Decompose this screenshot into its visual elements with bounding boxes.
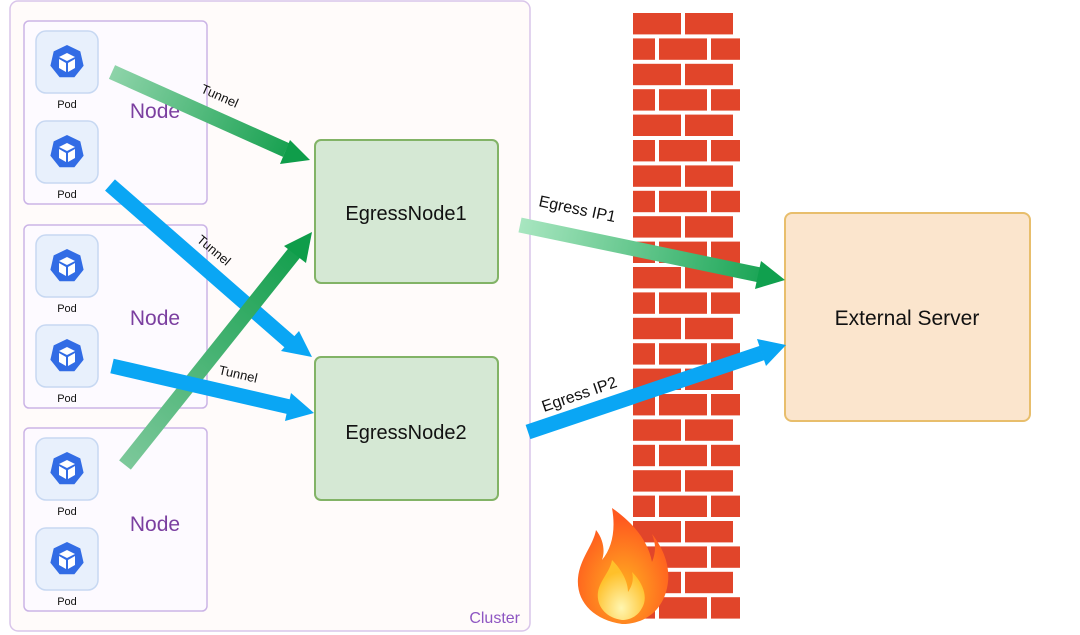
brick [685,216,733,238]
brick [711,444,740,467]
kubernetes-pod-icon [50,135,84,168]
egress-node-1: EgressNode1 [314,139,499,284]
brick [659,444,707,467]
brick [633,63,681,86]
brick [685,165,733,187]
arrowhead [757,339,786,366]
pod-label: Pod [57,506,77,518]
brick [685,63,733,86]
brick [659,140,707,162]
brick [711,546,740,568]
egress-arrow-green [518,217,762,283]
brick [659,495,707,517]
brick [685,521,733,543]
brick [659,38,707,60]
node-label: Node [130,307,180,330]
brick [633,216,681,238]
pod: Pod [35,527,99,608]
brick [633,292,655,314]
arrowhead [755,261,785,289]
pod: Pod [35,120,99,201]
brick [633,317,681,340]
brick [711,38,740,60]
pod-label: Pod [57,303,77,315]
pod-label: Pod [57,393,77,405]
brick [659,343,707,365]
kubernetes-pod-icon [50,249,84,282]
brick [685,571,733,594]
arrowhead [280,140,310,164]
brick [659,546,707,568]
arrowhead [284,232,312,263]
egress-arrow-blue [525,345,765,440]
egress-node-box [314,139,499,284]
brick [711,495,740,517]
node-label: Node [130,513,180,536]
brick [633,114,681,136]
brick [633,343,655,365]
tunnel-arrow-blue-1 [105,179,297,350]
egress-node-2: EgressNode2 [314,356,499,501]
pod-label: Pod [57,189,77,201]
brick [711,394,740,416]
brick [659,597,707,619]
brick [685,317,733,340]
kubernetes-pod-icon [50,542,84,575]
external-server-box [784,212,1031,422]
external-server-label: External Server [835,307,980,330]
egress-ip-label: Egress IP1 [537,193,617,226]
brick [711,241,740,263]
brick [711,292,740,314]
cluster-label: Cluster [469,610,520,627]
brick [633,38,655,60]
kubernetes-pod-icon [50,452,84,485]
brick [633,190,655,213]
brick [633,495,655,517]
brick [711,89,740,111]
pod: Pod [35,234,99,315]
brick [633,521,681,543]
egress-node-label: EgressNode2 [345,422,466,444]
brick [633,165,681,187]
tunnel-arrow-green-1 [108,65,290,157]
tunnel-arrow-blue-2 [110,358,292,415]
arrows [105,65,786,470]
brick [659,89,707,111]
egress-node-label: EgressNode1 [345,203,466,225]
kubernetes-pod-icon [50,339,84,372]
brick [711,190,740,213]
pod: Pod [35,324,99,405]
brick [633,267,681,289]
brick [633,419,681,441]
brick [685,114,733,136]
firewall-brick-wall [633,13,740,619]
brick [633,89,655,111]
brick [685,419,733,441]
egress-node-box [314,356,499,501]
kubernetes-pod-icon [50,45,84,78]
brick [659,190,707,213]
arrowhead [285,393,314,421]
pod: Pod [35,437,99,518]
brick [711,597,740,619]
brick [711,140,740,162]
brick [659,394,707,416]
pod-label: Pod [57,99,77,111]
brick [659,292,707,314]
brick [685,13,733,35]
external-server: External Server [784,212,1031,422]
brick [685,470,733,492]
brick [633,444,655,467]
brick [633,140,655,162]
pod-label: Pod [57,596,77,608]
brick [633,470,681,492]
pod: Pod [35,30,99,111]
fire-icon [577,508,669,624]
node-label: Node [130,100,180,123]
arrowhead [281,331,312,357]
tunnel-arrow-green-2 [119,247,301,470]
brick [633,13,681,35]
